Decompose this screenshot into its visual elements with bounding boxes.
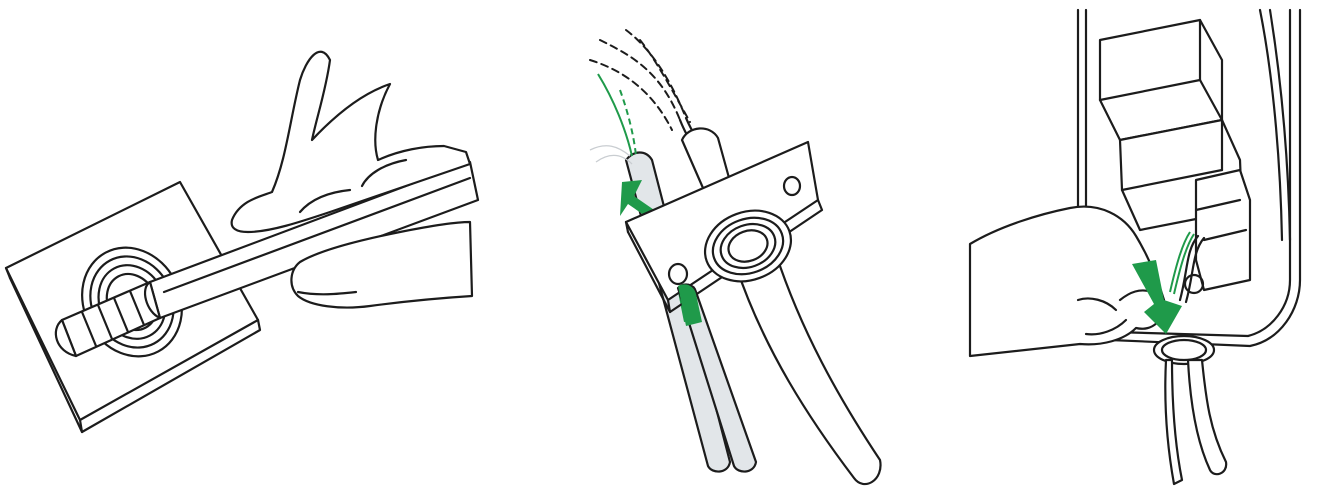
cable-gland xyxy=(1154,336,1214,364)
relay-block-upper xyxy=(1100,20,1222,140)
step-2-panel xyxy=(560,0,920,503)
exit-cables xyxy=(1165,360,1226,484)
connect-earth-wire-icon xyxy=(960,0,1321,503)
step-1-panel xyxy=(0,0,480,503)
cable-through-grommet-icon xyxy=(560,0,920,503)
step-3-panel xyxy=(960,0,1321,503)
knife-cutting-grommet-icon xyxy=(0,0,480,503)
terminal-block xyxy=(1196,170,1250,290)
